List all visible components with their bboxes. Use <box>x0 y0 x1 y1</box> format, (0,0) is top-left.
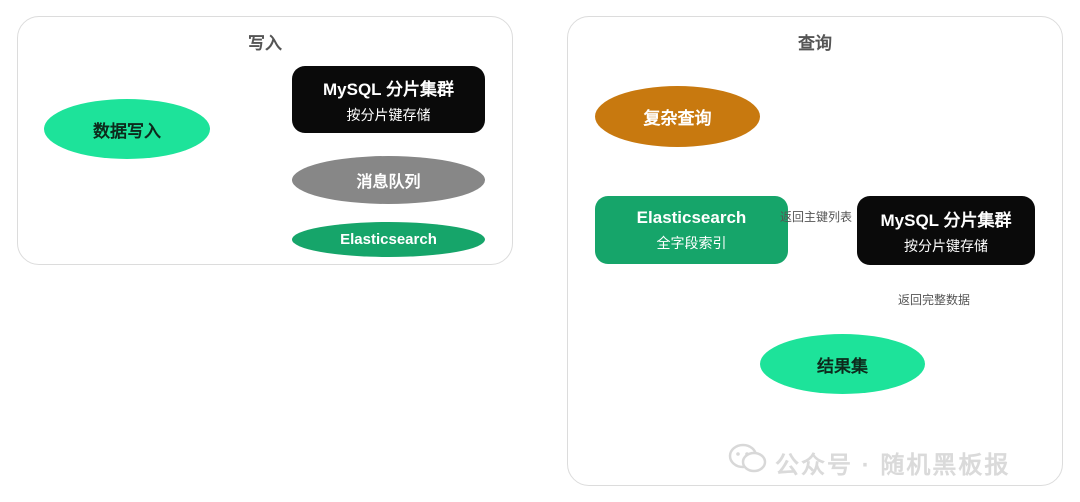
edge-label-return-keys: 返回主键列表 <box>780 210 853 224</box>
result-set-node: 结果集 <box>760 334 925 394</box>
query-panel-title: 查询 <box>798 34 832 53</box>
edge-label-return-full: 返回完整数据 <box>898 293 971 307</box>
wechat-icon <box>728 443 767 473</box>
elasticsearch-title: Elasticsearch <box>636 207 747 227</box>
data-write-label: 数据写入 <box>93 121 161 141</box>
complex-query-label: 复杂查询 <box>643 109 712 128</box>
message-queue-node: 消息队列 <box>292 156 485 204</box>
result-set-label: 结果集 <box>817 356 868 376</box>
watermark-text: 公众号 · 随机黑板报 <box>775 452 1011 479</box>
mysql-cluster-subtitle: 按分片键存储 <box>346 106 431 123</box>
elasticsearch-node-query: Elasticsearch 全字段索引 <box>595 196 788 264</box>
message-queue-label: 消息队列 <box>356 174 421 191</box>
mysql-cluster-subtitle: 按分片键存储 <box>904 237 988 254</box>
elasticsearch-subtitle: 全字段索引 <box>656 234 727 251</box>
mysql-cluster-title: MySQL 分片集群 <box>323 79 454 99</box>
elasticsearch-label: Elasticsearch <box>340 231 437 248</box>
elasticsearch-node-write: Elasticsearch <box>292 222 485 257</box>
complex-query-node: 复杂查询 <box>595 86 760 147</box>
write-panel-title: 写入 <box>248 34 282 53</box>
data-write-node: 数据写入 <box>44 99 210 159</box>
mysql-cluster-node-write: MySQL 分片集群 按分片键存储 <box>292 66 485 133</box>
mysql-cluster-node-query: MySQL 分片集群 按分片键存储 <box>857 196 1035 265</box>
mysql-cluster-title: MySQL 分片集群 <box>880 210 1012 230</box>
